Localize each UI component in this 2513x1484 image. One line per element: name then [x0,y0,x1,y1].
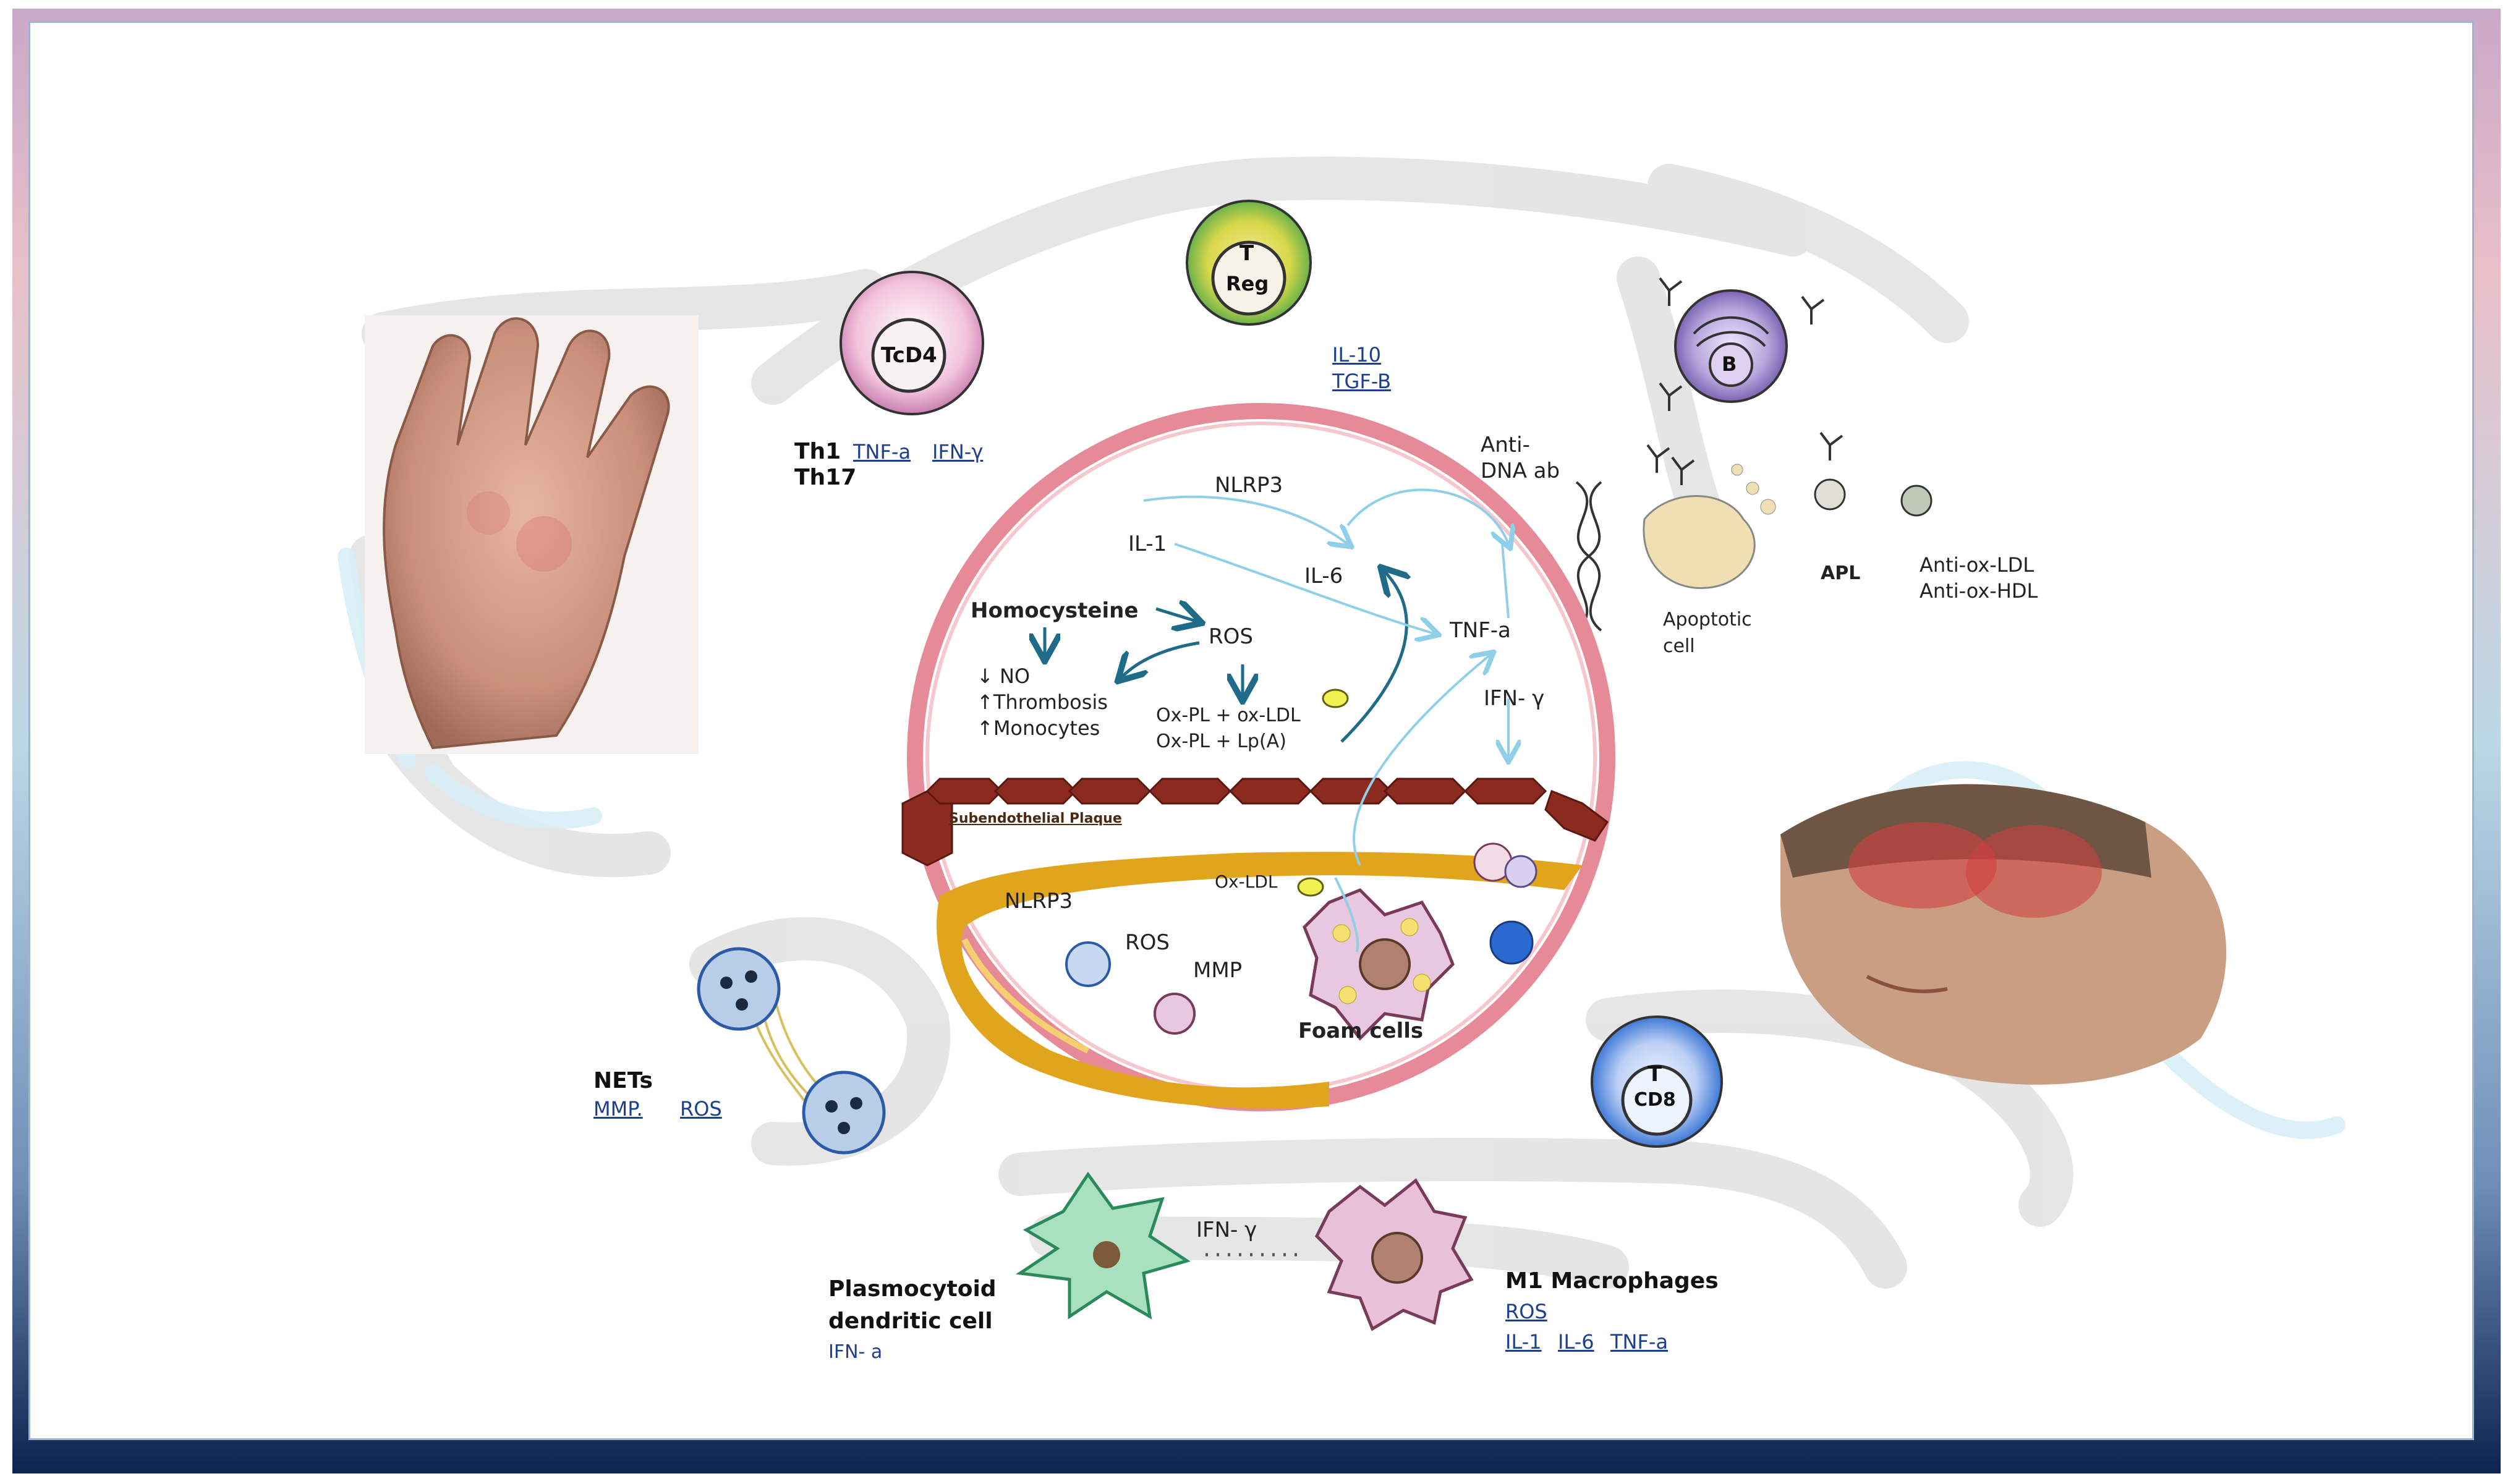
monocytes-label: ↑Monocytes [977,716,1100,740]
mmp-label: MMP [1193,958,1243,983]
m1-ros-link[interactable]: ROS [1505,1300,1547,1323]
treg-t-label: T [1239,241,1254,266]
treg-cell-icon [1186,200,1312,326]
th17-label: Th17 [794,465,857,490]
apoptotic-label-1: Apoptotic [1663,609,1752,630]
ifn-vessel-label: IFN- γ [1484,686,1545,711]
pdc-ifn-label: IFN- a [828,1341,883,1363]
nets-mmp-link[interactable]: MMP. [593,1097,643,1121]
anti-oxhdl-label: Anti-ox-HDL [1920,579,2038,603]
ros-bottom-label: ROS [1125,930,1170,955]
thrombosis-label: ↑Thrombosis [977,690,1108,714]
face-image [1780,784,2227,1085]
apl-label: APL [1821,562,1861,584]
hand-image [365,315,699,754]
ros-label: ROS [1209,624,1253,649]
pdc-label-1: Plasmocytoid [828,1276,997,1302]
oxldl-label: Ox-LDL [1215,871,1278,892]
apoptotic-label-2: cell [1663,635,1695,657]
ifn-gamma-mid-label: IFN- γ [1196,1218,1257,1242]
nets-ros-link[interactable]: ROS [680,1097,722,1121]
oxpl-ldl-label: Ox-PL + ox-LDL [1156,705,1301,726]
cd8-cell-icon [1591,1015,1723,1148]
anti-dna-label-2: DNA ab [1481,459,1560,483]
arrows-light [1143,488,1508,952]
il6-label: IL-6 [1304,564,1343,588]
m1-title: M1 Macrophages [1505,1268,1719,1294]
m1-il6-link[interactable]: IL-6 [1558,1330,1594,1354]
dendritic-cell-icon [1016,1171,1191,1320]
cd8-t-label: T [1648,1062,1662,1087]
th-tnf-link[interactable]: TNF-a [853,440,911,464]
nets-title: NETs [593,1068,653,1093]
vessel-cross-section [907,403,1615,1111]
plaque-label: Subendothelial Plaque [949,811,1122,826]
arrows-teal [1045,572,1406,743]
tcd4-cell-icon [840,271,984,415]
tnf-label: TNF-a [1450,618,1511,643]
nlrp3-top-label: NLRP3 [1215,473,1283,498]
th1-label: Th1 [794,439,841,464]
apoptotic-cell-icon [1643,464,1776,589]
treg-sub-label: Reg [1226,272,1269,295]
il1-label: IL-1 [1128,532,1167,556]
vessel-small-cells [1065,689,1537,1035]
anti-oxldl-label: Anti-ox-LDL [1920,553,2035,577]
treg-tgfb-link[interactable]: TGF-B [1332,370,1392,393]
nlrp3-bottom-label: NLRP3 [1005,889,1073,914]
cd8-sub-label: CD8 [1634,1089,1676,1111]
oxpl-lpa-label: Ox-PL + Lp(A) [1156,731,1286,752]
m1-tnf-link[interactable]: TNF-a [1610,1330,1669,1354]
endothelium-row [901,778,1609,867]
treg-il10-link[interactable]: IL-10 [1332,343,1381,367]
apl-antibody-icon [1814,478,1933,517]
tcd4-label: TcD4 [881,343,937,368]
foam-cell-icon [1303,888,1455,1041]
b-label: B [1722,352,1737,376]
foam-cells-label: Foam cells [1298,1019,1424,1043]
pdc-label-2: dendritic cell [828,1308,993,1334]
m1-il1-link[interactable]: IL-1 [1505,1330,1542,1354]
anti-dna-label-1: Anti- [1481,433,1530,457]
m1-macrophage-icon [1314,1178,1474,1331]
no-label: ↓ NO [977,664,1031,688]
b-cell-icon [1646,277,1843,485]
th-ifn-link[interactable]: IFN-γ [932,440,984,464]
net-neutrophil-icon [697,947,886,1155]
dna-icon [1575,481,1602,632]
homocysteine-label: Homocysteine [971,598,1139,623]
